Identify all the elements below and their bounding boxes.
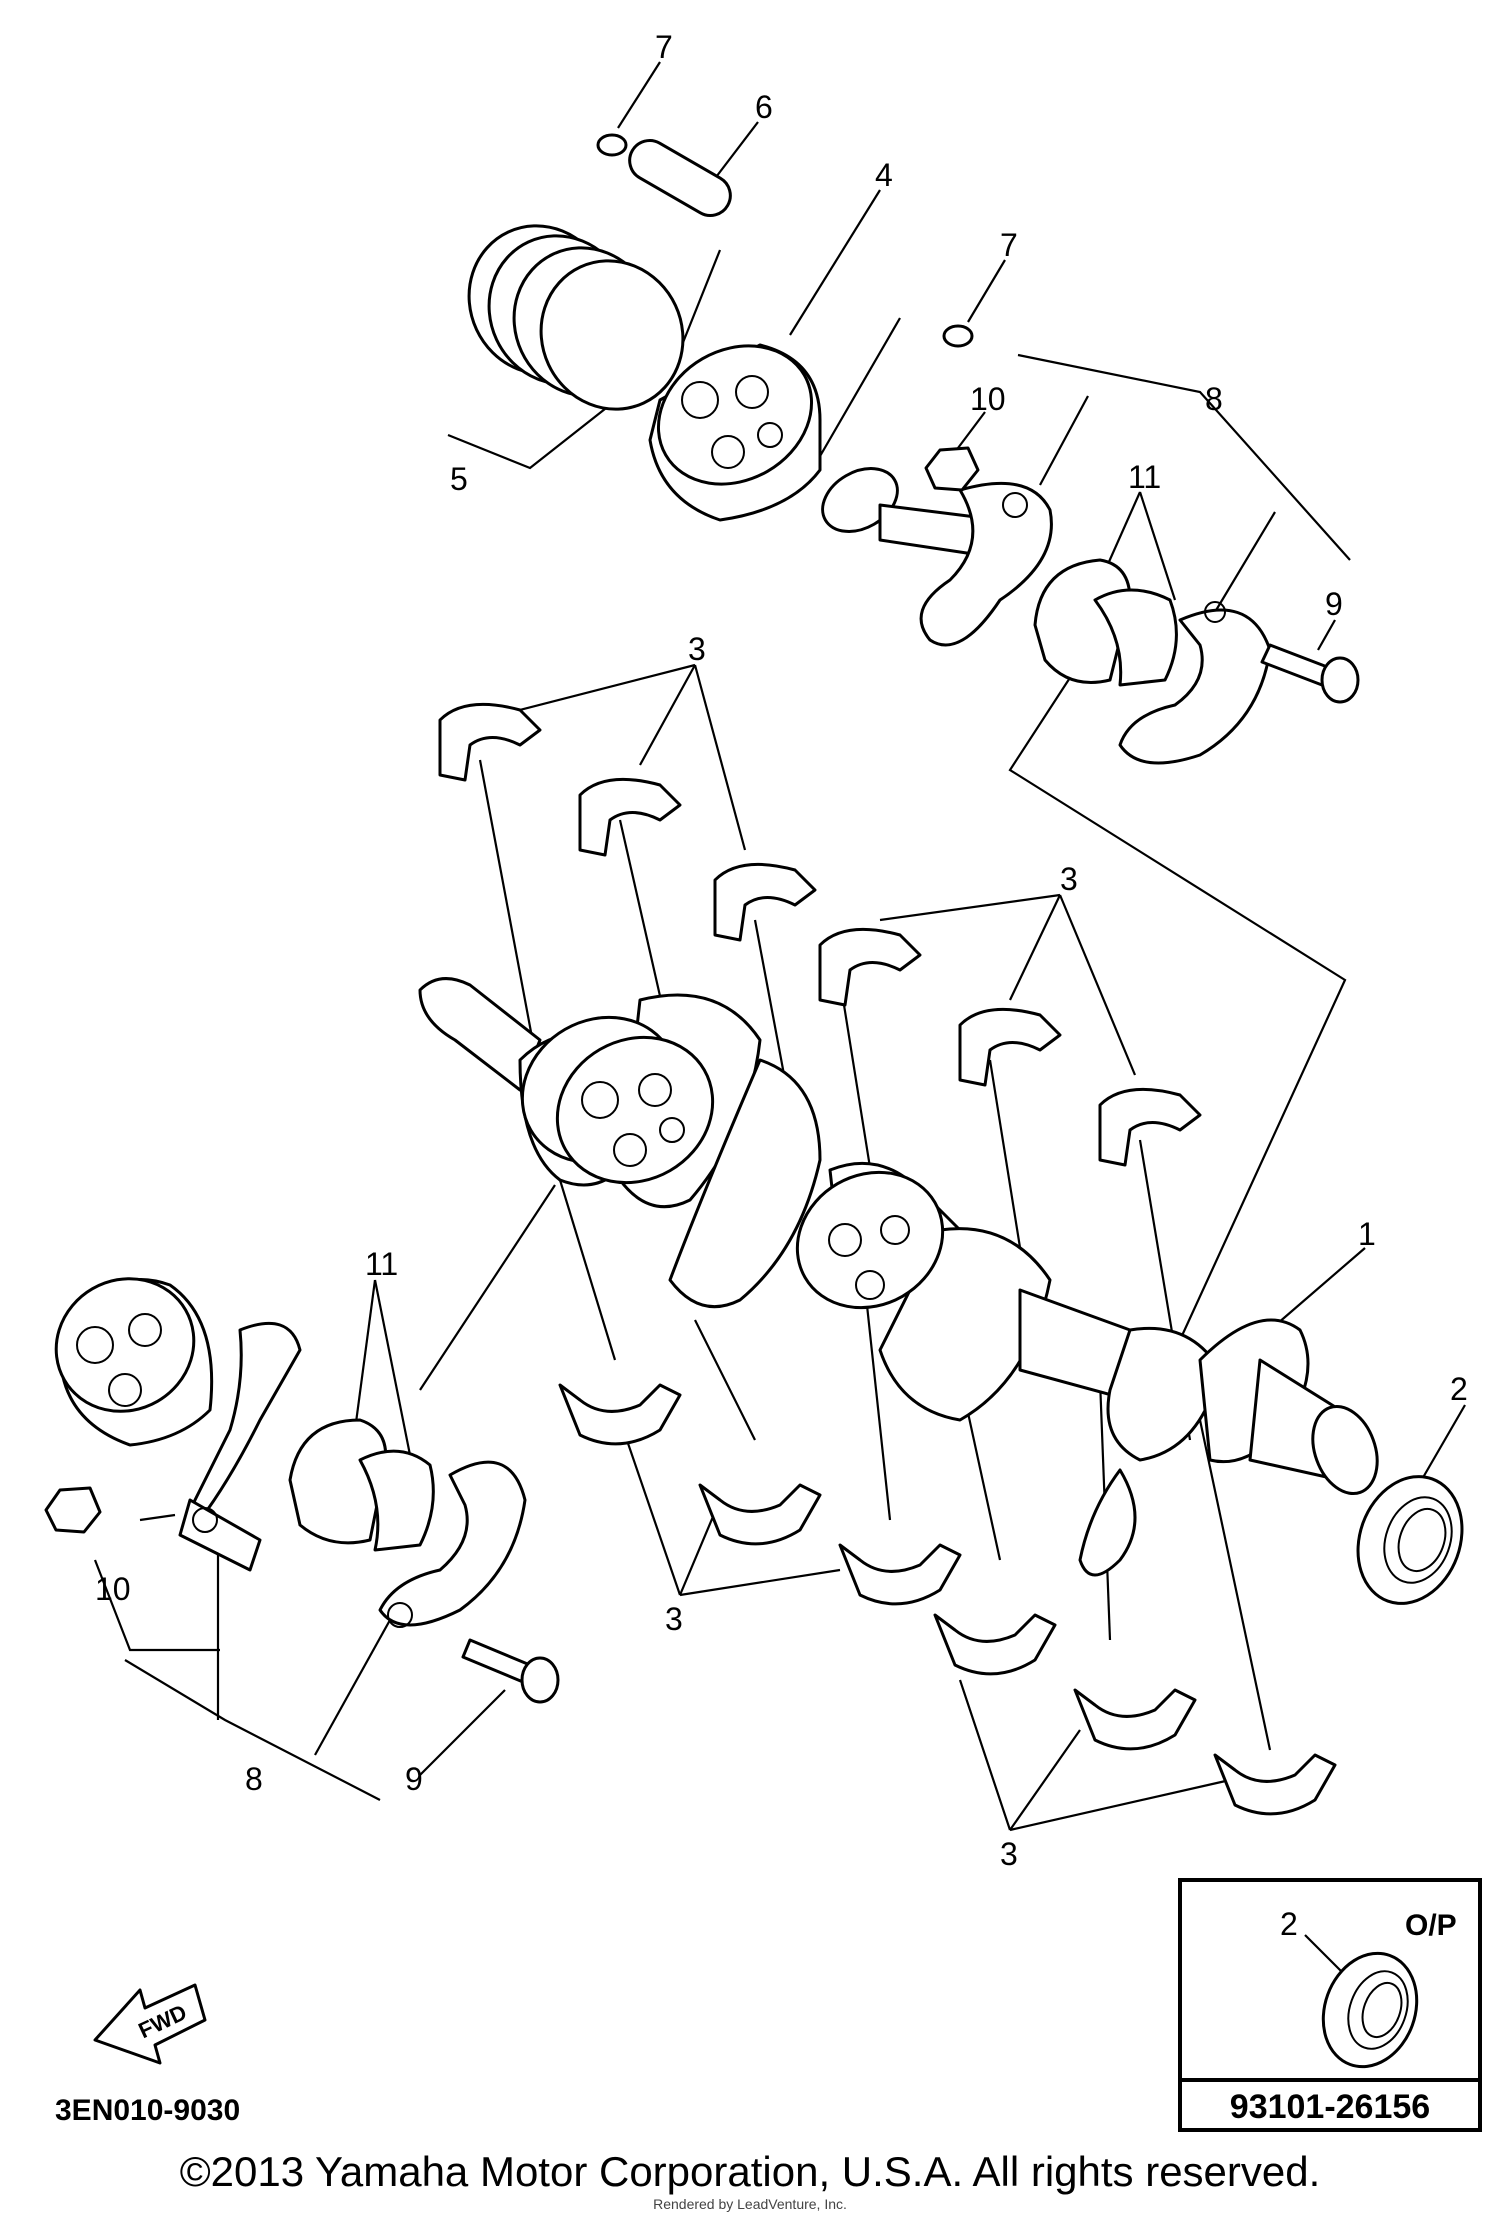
- piston-pin: [628, 139, 732, 217]
- bearing-shell-lower-2: [698, 1483, 822, 1546]
- bearing-shell-lower-1: [558, 1383, 682, 1446]
- callout-11-lower: 11: [365, 1246, 398, 1282]
- rod-bearing-lower: [288, 1418, 435, 1552]
- callout-10-top: 10: [970, 381, 1006, 417]
- bearing-shell-upper-3: [713, 862, 817, 942]
- inset-callout: 2: [1280, 1906, 1298, 1942]
- rod-bearing-top: [1033, 558, 1178, 687]
- bearing-shell-lower-3: [838, 1543, 962, 1606]
- piston-top: [648, 343, 822, 522]
- inset-part-number: 93101-26156: [1230, 2088, 1430, 2126]
- callout-7-second: 7: [1000, 227, 1018, 263]
- bearing-shell-lower-6: [1213, 1753, 1337, 1816]
- callout-6: 6: [755, 89, 773, 125]
- callout-3-mid: 3: [1060, 861, 1078, 897]
- callout-3-lower-left: 3: [665, 1601, 683, 1637]
- crankshaft: [418, 977, 1379, 1577]
- diagram-code: 3EN010-9030: [55, 2094, 240, 2127]
- rod-cap-lower: [378, 1460, 527, 1628]
- callout-4: 4: [875, 157, 893, 193]
- inset-oil-seal: [1321, 1951, 1419, 2069]
- rod-cap-top: [1118, 601, 1272, 765]
- copyright-notice: ©2013 Yamaha Motor Corporation, U.S.A. A…: [179, 2148, 1321, 2195]
- connecting-rod-top: [821, 467, 1053, 647]
- piston-mid-right: [795, 1170, 945, 1310]
- inset-box: 2 O/P 93101-26156: [1178, 1878, 1482, 2132]
- bearing-shell-lower-5: [1073, 1688, 1197, 1751]
- inset-op-label: O/P: [1405, 1909, 1457, 1942]
- render-note: Rendered by LeadVenture, Inc.: [653, 2196, 847, 2212]
- bearing-shell-upper-4: [818, 927, 922, 1007]
- callout-1: 1: [1358, 1216, 1376, 1252]
- bearing-shell-upper-1: [438, 702, 542, 782]
- piston-ring-set: [467, 224, 685, 411]
- callout-9-top: 9: [1325, 586, 1343, 622]
- callout-8-lower: 8: [245, 1761, 263, 1797]
- forward-arrow-icon: FWD: [93, 1983, 207, 2065]
- callout-9-lower: 9: [405, 1761, 423, 1797]
- connecting-rod-lower: [178, 1321, 302, 1572]
- callout-3-upper: 3: [688, 631, 706, 667]
- bearing-shell-lower-4: [933, 1613, 1057, 1676]
- callout-8-top: 8: [1205, 381, 1223, 417]
- oil-seal: [1356, 1475, 1464, 1605]
- rod-nut-lower: [44, 1486, 102, 1534]
- leader-lines: [93, 61, 1466, 1832]
- rod-bolt-lower: [461, 1638, 560, 1704]
- bearing-shell-upper-6: [1098, 1087, 1202, 1167]
- piston-mid-left: [520, 1015, 715, 1185]
- rod-bolt-top: [1260, 643, 1360, 704]
- piston-pin-clip-second: [942, 324, 974, 348]
- piston-lower: [54, 1277, 214, 1447]
- rod-nut-top: [924, 446, 980, 492]
- callout-10-lower: 10: [95, 1571, 131, 1607]
- callout-11-top: 11: [1128, 459, 1161, 495]
- callout-labels: 7 6 4 7 10 8 11 5 9 3 3 1 11 2 10 3 8 9 …: [95, 29, 1468, 1872]
- callout-3-lower-right: 3: [1000, 1836, 1018, 1872]
- callout-7-top: 7: [655, 29, 673, 65]
- piston-pin-clip-top: [596, 133, 628, 157]
- bearing-shell-upper-2: [578, 777, 682, 857]
- callout-5: 5: [450, 461, 468, 497]
- bearing-shell-upper-5: [958, 1007, 1062, 1087]
- callout-2: 2: [1450, 1371, 1468, 1407]
